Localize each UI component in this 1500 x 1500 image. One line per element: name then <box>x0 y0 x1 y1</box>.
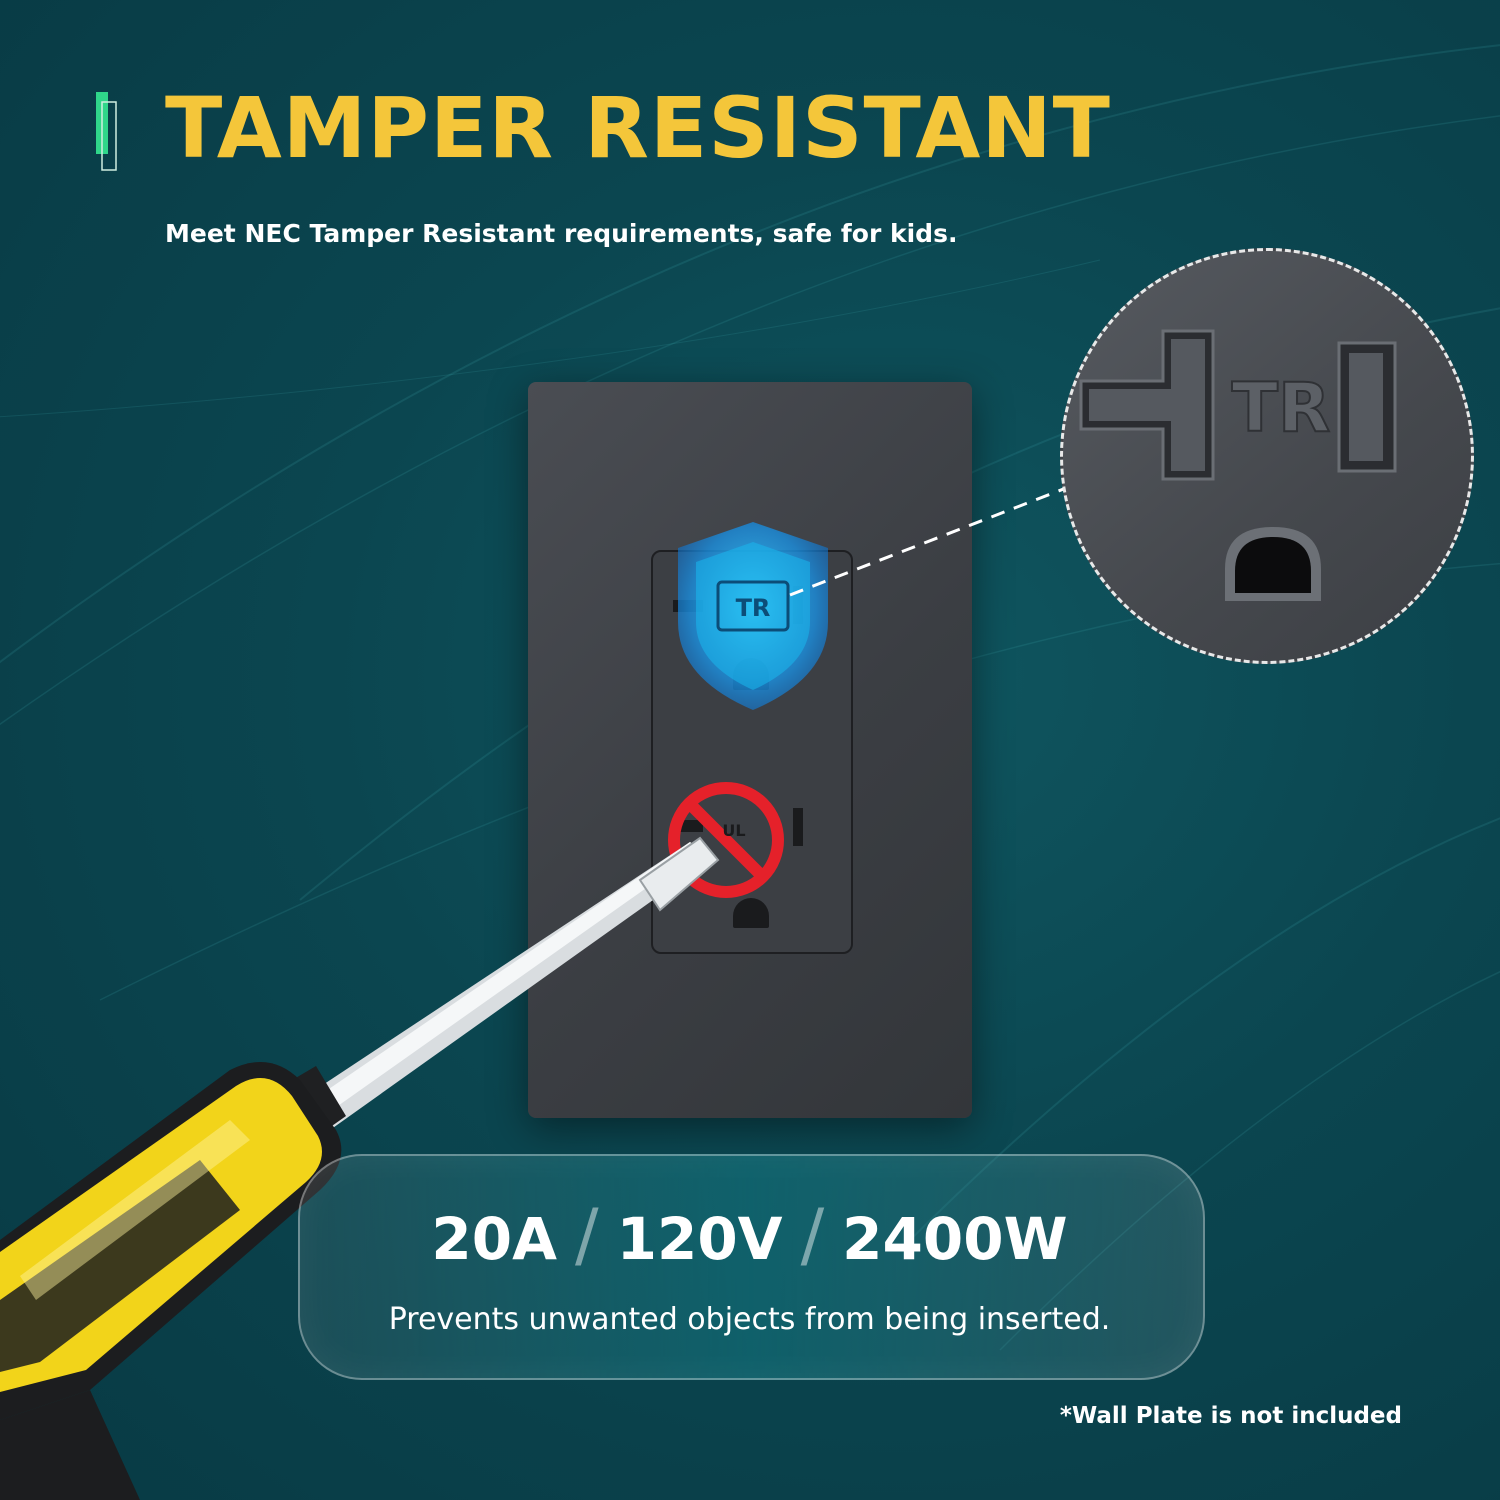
page-title: TAMPER RESISTANT <box>165 79 1111 177</box>
footnote: *Wall Plate is not included <box>1059 1403 1402 1429</box>
bottom-ground-hole <box>733 898 769 928</box>
spec-values: 20A/120V/2400W <box>298 1195 1201 1275</box>
spec-current: 20A <box>431 1205 558 1273</box>
spec-separator: / <box>575 1194 599 1276</box>
spec-voltage: 120V <box>616 1205 783 1273</box>
title-accent-bar <box>96 92 117 171</box>
spec-wattage: 2400W <box>842 1205 1068 1273</box>
shield-icon: TR <box>678 522 828 710</box>
no-symbol-label: UL <box>722 821 745 840</box>
spec-separator: / <box>800 1194 825 1276</box>
spec-description: Prevents unwanted objects from being ins… <box>388 1302 1111 1337</box>
zoom-detail-circle: TR <box>1060 248 1474 664</box>
page-subtitle: Meet NEC Tamper Resistant requirements, … <box>165 219 958 248</box>
spec-panel <box>298 1154 1205 1380</box>
bottom-hot-slot <box>793 808 803 846</box>
no-entry-icon: UL <box>668 782 784 898</box>
tr-label: TR <box>1232 369 1331 448</box>
shield-label: TR <box>736 594 771 622</box>
